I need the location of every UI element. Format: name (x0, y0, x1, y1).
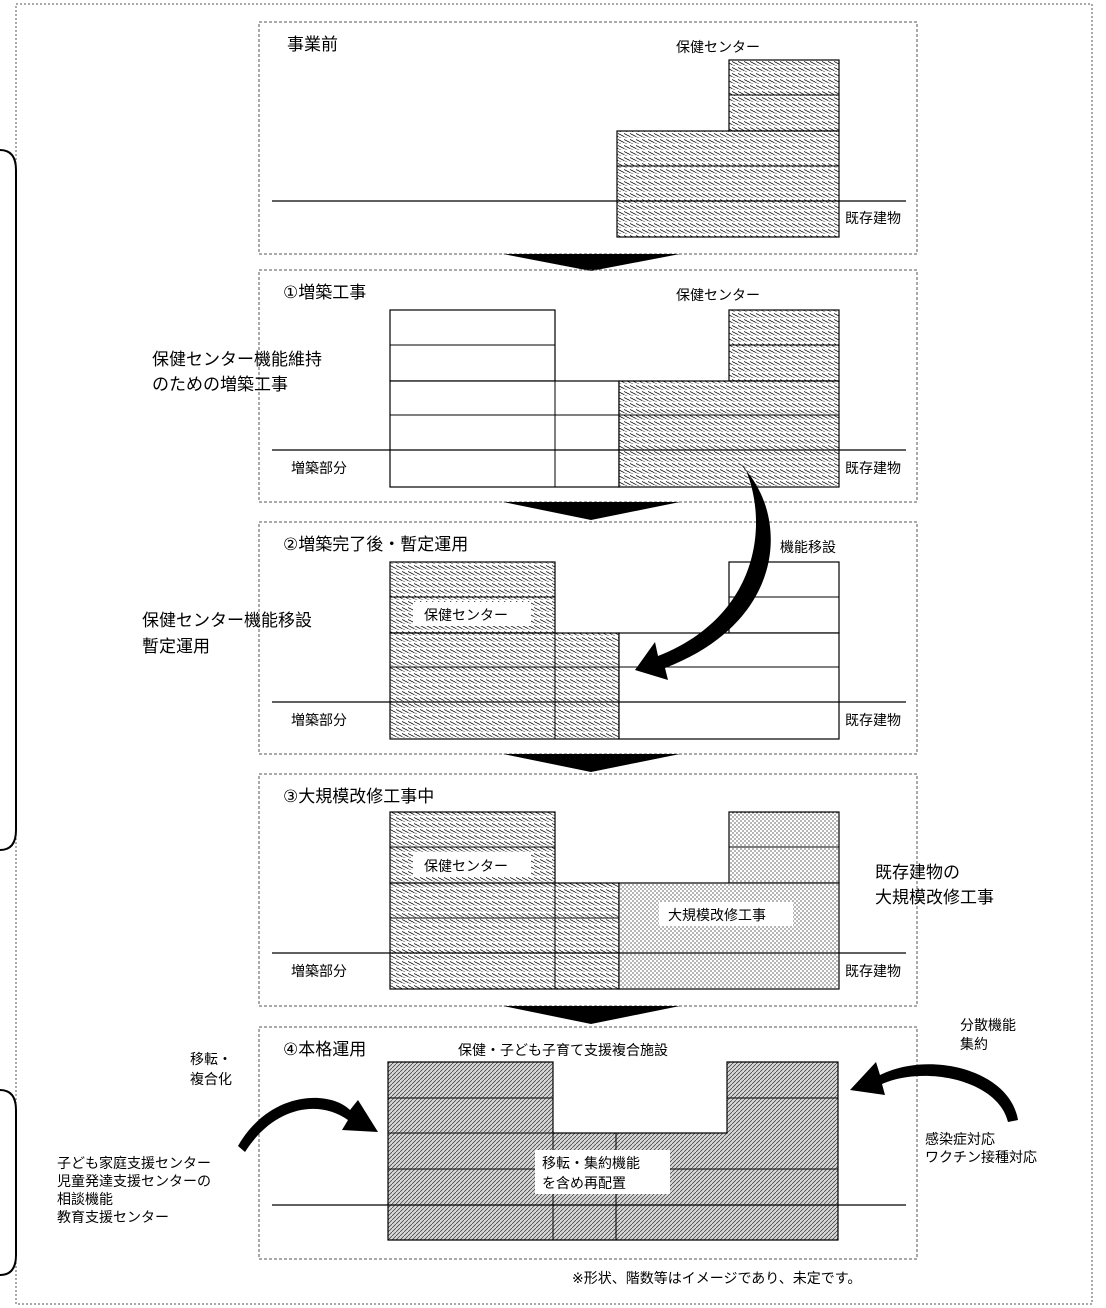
stage-title: ④本格運用 (283, 1040, 366, 1060)
side-note-line-1: 既存建物の (875, 863, 960, 883)
extension-label: 増築部分 (291, 964, 347, 980)
extension-lower (389, 882, 620, 990)
stage-before: 事業前 保健センター 既存建物 (258, 21, 918, 255)
existing-building-lower (616, 130, 840, 238)
right-arrow-label-line-2: 集約 (960, 1036, 988, 1053)
health-center-label: 保健センター (676, 40, 760, 56)
left-item-1: 子ども家庭支援センター (57, 1155, 211, 1172)
extension-lower (389, 632, 620, 740)
stage-title: ②増築完了後・暫定運用 (283, 535, 468, 555)
right-curved-arrow-icon (850, 1062, 1018, 1122)
center-label-line-2: を含め再配置 (542, 1176, 626, 1192)
left-item-2: 児童発達支援センターの (57, 1173, 211, 1190)
stage-title: ③大規模改修工事中 (283, 787, 434, 807)
renovation-label: 大規模改修工事 (668, 908, 766, 924)
existing-building-label: 既存建物 (845, 211, 901, 227)
stage-4-full-operation: ④本格運用 保健・子ども子育て支援複合施設 移転・集約機能 を含め再配置 移転・… (57, 1018, 1037, 1260)
left-arrow-label-line-2: 複合化 (190, 1071, 232, 1088)
right-item-2: ワクチン接種対応 (925, 1149, 1037, 1166)
stage-3-renovation: ③大規模改修工事中 既存建物の 大規模改修工事 保健センター 大規模改修工事 増… (258, 773, 994, 1007)
stage-2-temporary: ②増築完了後・暫定運用 機能移設 保健センター機能移設 暫定運用 保健センター … (142, 462, 918, 755)
down-arrow (503, 254, 680, 271)
right-arrow-label-line-1: 分散機能 (960, 1018, 1016, 1034)
left-item-4: 教育支援センター (57, 1210, 169, 1226)
stage-title: 事業前 (287, 35, 338, 55)
side-note-line-2: のための増築工事 (152, 375, 288, 395)
existing-building-lower (618, 380, 840, 488)
stage-title: ①増築工事 (283, 283, 366, 303)
left-bracket-top (0, 149, 17, 851)
extension-label: 増築部分 (291, 461, 347, 477)
center-label-line-1: 移転・集約機能 (542, 1155, 640, 1172)
down-arrow (503, 1006, 680, 1024)
existing-building-label: 既存建物 (845, 461, 901, 477)
side-note-line-2: 暫定運用 (142, 637, 210, 657)
existing-building-label: 既存建物 (845, 713, 901, 729)
inside-label-bg (413, 602, 531, 626)
health-center-inside-label: 保健センター (424, 859, 508, 875)
extension-lower (389, 380, 620, 488)
right-item-1: 感染症対応 (925, 1131, 995, 1148)
left-item-3: 相談機能 (57, 1192, 113, 1208)
existing-building-lower (618, 882, 840, 990)
facility-label: 保健・子ども子育て支援複合施設 (458, 1042, 668, 1059)
health-center-inside-label: 保健センター (424, 608, 508, 624)
existing-building-label: 既存建物 (845, 964, 901, 980)
inside-label-bg (413, 853, 531, 877)
down-arrow (503, 754, 680, 772)
relocation-arrow-icon (635, 462, 771, 680)
footnote: ※形状、階数等はイメージであり、未定です。 (572, 1270, 861, 1287)
side-note-line-1: 保健センター機能移設 (142, 611, 312, 631)
center-label-bg (535, 1150, 670, 1194)
side-note-line-2: 大規模改修工事 (875, 888, 994, 908)
down-arrow (503, 502, 680, 520)
side-note-line-1: 保健センター機能維持 (152, 350, 322, 370)
health-center-label: 保健センター (676, 288, 760, 304)
stage-1-extension: ①増築工事 保健センター 保健センター機能維持 のための増築工事 増築部分 既存… (152, 269, 918, 503)
left-curved-arrow-icon (238, 1097, 378, 1152)
renovation-label-bg (659, 902, 793, 926)
left-bracket-bottom (0, 1089, 17, 1276)
extension-label: 増築部分 (291, 713, 347, 729)
left-arrow-label-line-1: 移転・ (190, 1052, 232, 1068)
relocation-arrow-label: 機能移設 (780, 540, 836, 556)
